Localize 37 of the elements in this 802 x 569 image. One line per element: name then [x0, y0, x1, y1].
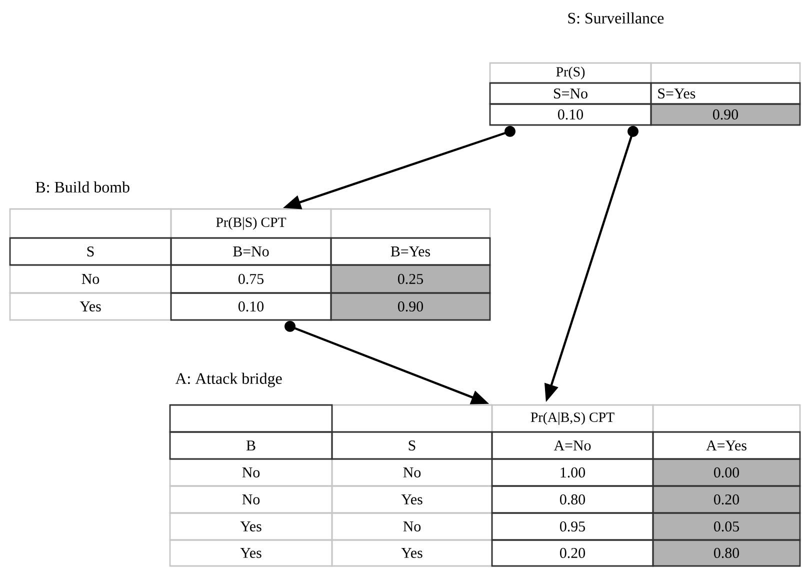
cell-text: 0.00	[714, 467, 740, 478]
cell-text: No	[242, 494, 260, 504]
cell-text: B=Yes	[390, 246, 430, 256]
cell-text: 0.20	[560, 548, 586, 558]
cell-text: S	[87, 246, 94, 256]
cell-text: Pr(B|S) CPT	[216, 217, 286, 230]
cell-text: 0.80	[714, 548, 740, 558]
cell-text: A=Yes	[706, 440, 746, 450]
cell-text: No	[403, 468, 421, 478]
cell-text: 0.75	[238, 274, 264, 284]
cell-text: Yes	[401, 494, 422, 504]
cell-text: S	[408, 440, 416, 450]
cell-text: A=No	[554, 440, 591, 450]
cell-text: Yes	[240, 548, 262, 558]
cell-text: 0.10	[238, 301, 264, 312]
cell-text: Pr(S)	[556, 66, 585, 80]
cell-text: B	[246, 440, 256, 450]
node-heading: B: Build bomb	[36, 181, 130, 193]
cell-text: 0.20	[714, 494, 740, 505]
cell-text: No	[82, 274, 100, 284]
cell-text: Yes	[80, 302, 101, 312]
cell-text: Pr(A|B,S) CPT	[530, 412, 614, 425]
node-heading: A: Attack bridge	[175, 372, 282, 388]
cell-text: 0.95	[560, 521, 585, 532]
cell-text: No	[403, 522, 421, 532]
node-heading: S: Surveillance	[568, 12, 664, 24]
cell-text: 0.05	[714, 521, 739, 532]
cell-text: S=Yes	[658, 88, 696, 98]
cell-text: 0.10	[558, 109, 584, 120]
cell-text: 1.00	[560, 467, 586, 478]
cell-text: Yes	[401, 548, 422, 558]
cell-text: 0.80	[560, 494, 586, 505]
cell-text: 0.90	[713, 109, 738, 120]
cell-text: B=No	[233, 246, 269, 256]
cell-text: 0.90	[398, 301, 424, 312]
cell-text: Yes	[240, 522, 262, 532]
cell-text: 0.25	[398, 274, 423, 284]
